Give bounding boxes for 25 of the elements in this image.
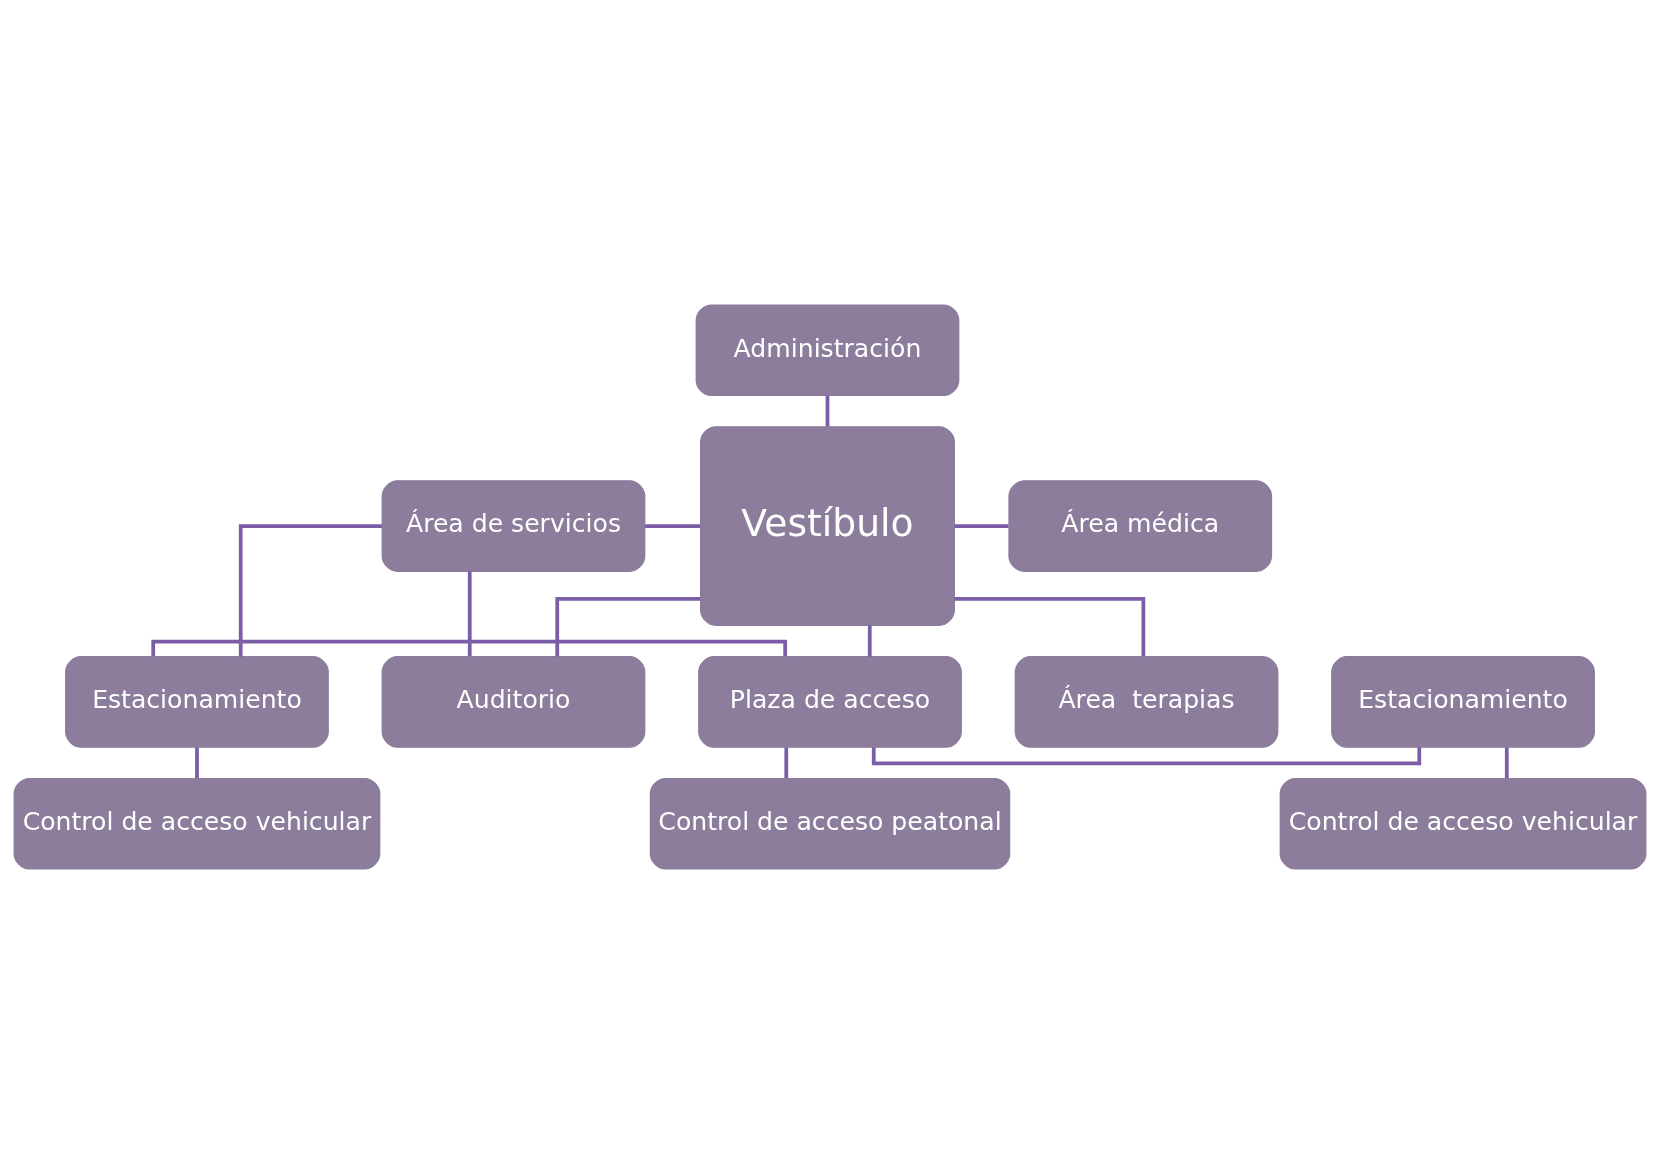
connector: [151, 639, 788, 656]
node-box: Estacionamiento: [1331, 655, 1595, 748]
node-box: Control de acceso peatonal: [649, 777, 1011, 870]
connector: [954, 596, 1146, 656]
connector: [784, 746, 789, 778]
connector: [644, 523, 701, 528]
node-box: Control de acceso vehicular: [13, 777, 381, 870]
node-box: Plaza de acceso: [698, 655, 962, 748]
node-box: Control de acceso vehicular: [1279, 777, 1647, 870]
connector: [954, 523, 1009, 528]
node-box: Vestíbulo: [700, 425, 955, 626]
node-box: Área médica: [1008, 479, 1273, 572]
connector: [825, 395, 830, 427]
connector: [467, 570, 472, 656]
node-box: Auditorio: [381, 655, 646, 748]
connector: [1504, 746, 1509, 778]
connector: [871, 746, 1422, 765]
connector: [238, 523, 382, 657]
connector: [555, 596, 701, 656]
connector: [867, 624, 872, 657]
node-box: Área terapias: [1014, 655, 1279, 748]
node-box: Área de servicios: [381, 479, 646, 572]
node-box: Estacionamiento: [65, 655, 329, 748]
connector: [195, 746, 199, 778]
node-box: Administración: [695, 303, 960, 396]
